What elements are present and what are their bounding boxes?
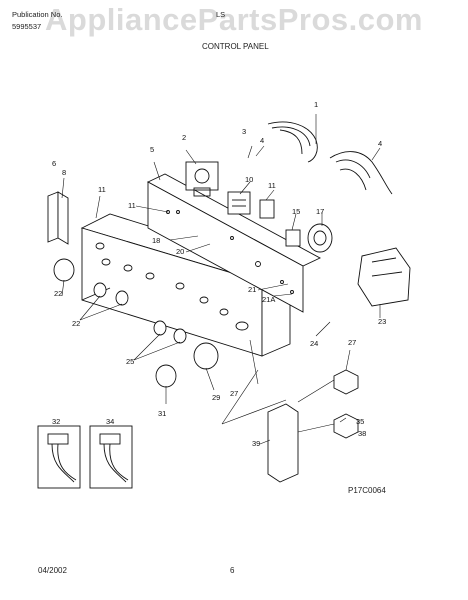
callout-3: 1 <box>314 100 318 109</box>
callout-27-top: 4 <box>260 136 264 145</box>
callout-2: 24 <box>310 339 318 348</box>
pressure-switch <box>307 223 333 253</box>
callout-5: 17 <box>316 207 324 216</box>
callout-4-a: 22 <box>72 319 80 328</box>
callout-22-b: 20 <box>176 247 184 256</box>
footer-page-number: 6 <box>230 566 235 575</box>
callout-20: 6 <box>52 159 56 168</box>
callout-11-b: 21 <box>248 285 256 294</box>
callout-4-b: 25 <box>126 357 134 366</box>
callout-labels: 1 2 3 4 4 5 6 8 10 11 11 11 15 17 18 20 … <box>52 100 386 448</box>
callout-15: 15 <box>292 207 300 216</box>
callout-23: 32 <box>52 417 60 426</box>
callout-21a: 31 <box>158 409 166 418</box>
callout-11-c: 21A <box>262 295 275 304</box>
callout-18: 11 <box>98 185 106 194</box>
callout-35: 38 <box>358 429 366 438</box>
callout-25: 29 <box>212 393 220 402</box>
diagram-code: P17C0064 <box>348 486 386 495</box>
callout-8: 23 <box>378 317 386 326</box>
callout-10: 10 <box>245 175 253 184</box>
callout-17: 5 <box>150 145 154 154</box>
callout-38: 3 <box>242 127 246 136</box>
switch <box>227 191 251 215</box>
callout-6: 4 <box>378 139 382 148</box>
end-cap <box>267 403 299 483</box>
callout-34: 8 <box>62 168 66 177</box>
callout-39: 11 <box>268 181 276 190</box>
screw-detail <box>333 413 359 439</box>
section-title: CONTROL PANEL <box>202 42 269 51</box>
publication-number: 5995537 <box>12 22 42 31</box>
wire-harness-right <box>329 151 393 195</box>
callout-11-a: 11 <box>128 201 136 210</box>
callout-21: 22 <box>54 289 62 298</box>
knob-set <box>53 258 219 388</box>
rotary-switch <box>285 229 301 247</box>
callout-22-a: 18 <box>152 236 160 245</box>
motor-relay-assembly <box>357 247 411 307</box>
side-bracket <box>47 191 69 245</box>
publication-label: Publication No. <box>12 10 63 19</box>
selector-switch <box>259 199 275 219</box>
rear-panel <box>147 173 321 313</box>
callout-29: 34 <box>106 417 114 426</box>
footer-date: 04/2002 <box>38 566 67 575</box>
timer <box>185 161 219 197</box>
watermark: AppliancePartsPros.com <box>45 2 423 37</box>
callout-27-bottom: 27 <box>230 389 238 398</box>
callout-31: 39 <box>252 439 260 448</box>
model-number: LS <box>216 10 226 19</box>
callout-24: 35 <box>356 417 364 426</box>
callout-32: 27 <box>348 338 356 347</box>
callout-1: 2 <box>182 133 186 142</box>
clip <box>333 369 359 395</box>
